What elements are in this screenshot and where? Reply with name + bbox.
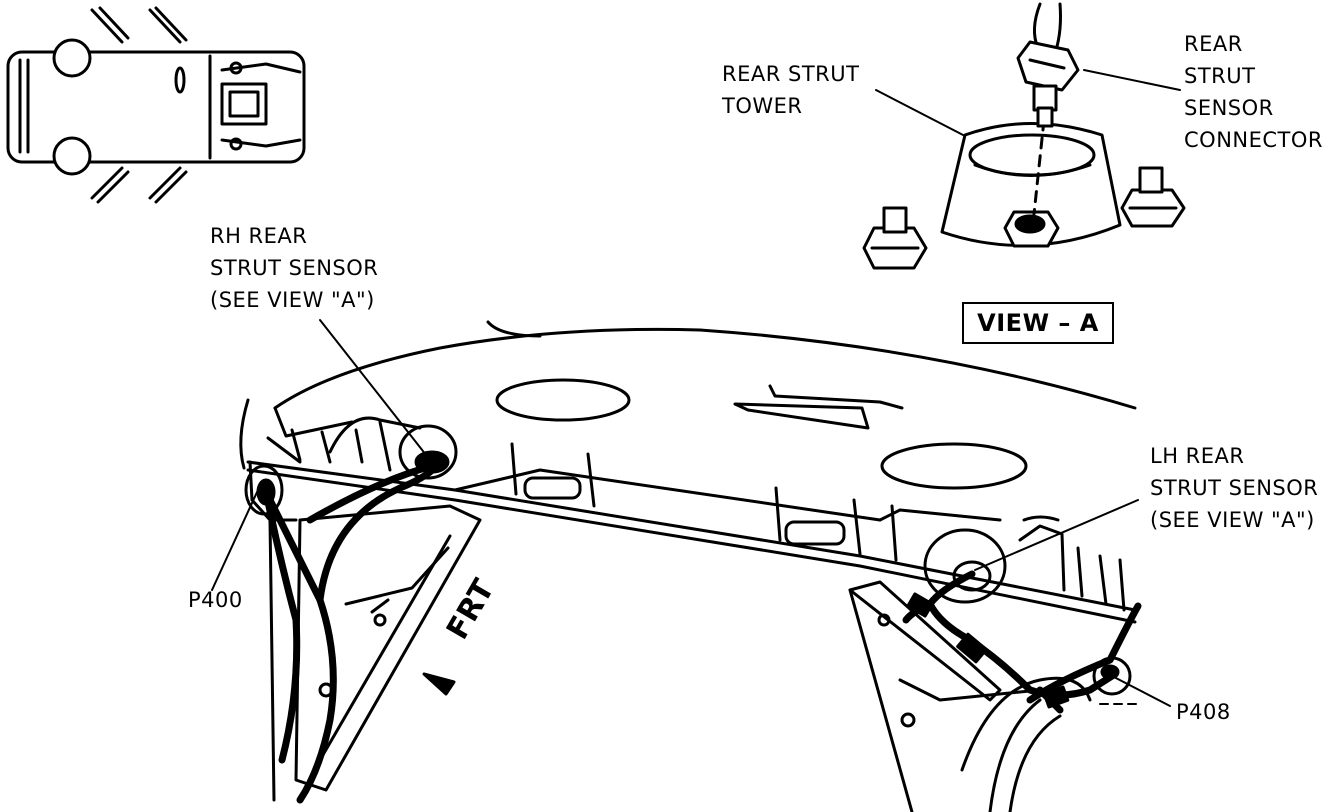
sensor-connector-icon <box>1016 2 1080 128</box>
strut-tower-drawing <box>940 118 1122 248</box>
p400-label: P400 <box>188 588 243 612</box>
front-arrow-icon <box>422 672 456 696</box>
nut-left-icon <box>862 206 928 270</box>
vehicle-locator-icon <box>6 6 306 204</box>
harness-clips <box>906 592 1070 709</box>
nut-right-icon <box>1120 166 1186 228</box>
rear-strut-sensor-connector-label: REAR STRUT SENSOR CONNECTOR <box>1184 32 1323 152</box>
rear-body-panel <box>239 320 1137 812</box>
rh-rear-strut-sensor-label: RH REAR STRUT SENSOR (SEE VIEW "A") <box>210 224 379 312</box>
rear-strut-tower-label: REAR STRUT TOWER <box>722 62 860 118</box>
p408-label: P408 <box>1176 700 1231 724</box>
view-a-label: VIEW – A <box>962 302 1114 344</box>
lh-rear-strut-sensor-label: LH REAR STRUT SENSOR (SEE VIEW "A") <box>1150 444 1319 532</box>
